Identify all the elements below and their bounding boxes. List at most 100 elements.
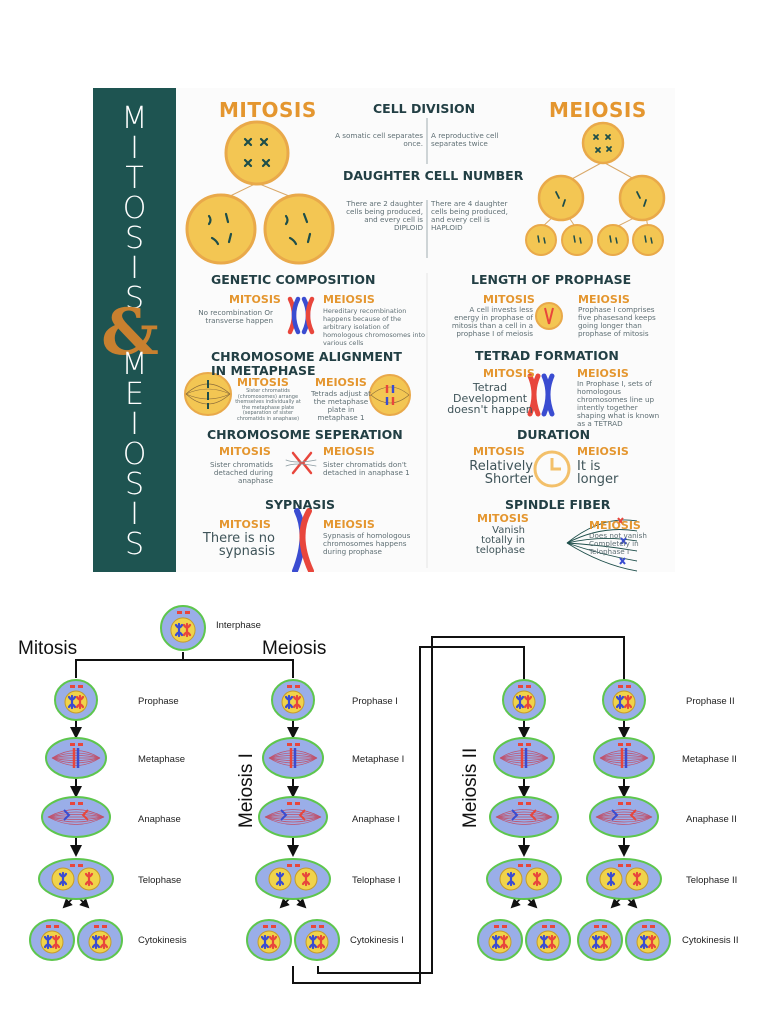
- meiosis-title: MEIOSIS: [549, 98, 647, 122]
- stage-cell: [46, 738, 106, 778]
- mitosis-stage-label: Prophase: [138, 696, 179, 707]
- tetrad-formation-mitosis-text: Tetrad Development doesn't happen: [445, 382, 535, 415]
- sypnasis-chromosomes-icon: [295, 511, 311, 571]
- spindle-fiber-mitosis-text: Vanish totally in telophase: [461, 526, 525, 556]
- chromosome-separation-meiosis-label: MEIOSIS: [323, 445, 375, 458]
- cell-division-meiosis-text: A reproductive cell separates twice: [431, 132, 523, 148]
- sypnasis-mitosis-text: There is no sypnasis: [189, 532, 275, 558]
- stage-cell: [487, 859, 561, 899]
- meiosis-ii-header: Meiosis II: [460, 748, 481, 828]
- daughter-cell-number-heading: DAUGHTER CELL NUMBER: [343, 169, 523, 183]
- stage-cell: [39, 859, 113, 899]
- chromosome-separation-heading: CHROMOSOME SEPERATION: [207, 428, 403, 442]
- sidebar-letter: S: [93, 530, 176, 560]
- interphase-label: Interphase: [216, 620, 261, 631]
- length-of-prophase-heading: LENGTH OF PROPHASE: [471, 273, 631, 287]
- meiosis-i-stage-label: Cytokinesis I: [350, 935, 404, 946]
- mitosis-meiosis-infographic: M I T O S I S & M E I O S I S: [93, 88, 675, 572]
- stage-cell: [259, 797, 327, 837]
- sidebar-letter: O: [93, 194, 176, 224]
- sidebar-letter: M: [93, 104, 176, 134]
- daughter-cell: [626, 920, 670, 960]
- duration-meiosis-text: It is longer: [577, 460, 637, 486]
- stage-cell: [494, 738, 554, 778]
- split-arrows: [66, 895, 634, 905]
- meiosis-header: Meiosis: [262, 638, 326, 659]
- sypnasis-meiosis-label: MEIOSIS: [323, 518, 375, 531]
- recombined-chromosomes-icon: [290, 299, 312, 332]
- interphase-cell: [161, 606, 205, 650]
- stage-cell: [590, 797, 658, 837]
- sidebar-letter: S: [93, 224, 176, 254]
- daughter-cell: [30, 920, 74, 960]
- spindle-fiber-mitosis-label: MITOSIS: [477, 512, 529, 525]
- daughter-cell: [295, 920, 339, 960]
- daughter-cell: [478, 920, 522, 960]
- meiosis-ii-stage-label: Anaphase II: [686, 814, 737, 825]
- daughter-cell-meiosis-text: There are 4 daughter cells being produce…: [431, 200, 511, 232]
- daughter-cell: [578, 920, 622, 960]
- sidebar-letter: I: [93, 134, 176, 164]
- stage-cell: [587, 859, 661, 899]
- meiosis-i-stage-label: Metaphase I: [352, 754, 404, 765]
- stage-cell: [603, 680, 645, 720]
- stage-cell: [263, 738, 323, 778]
- clock-icon: [535, 452, 569, 486]
- meiosis-ii-stage-label: Cytokinesis II: [682, 935, 739, 946]
- cell-division-stages-diagram: Interphase Prophase Metaphase Anaphase T…: [0, 590, 768, 1000]
- length-of-prophase-mitosis-text: A cell invests less energy in prophase o…: [443, 306, 533, 338]
- chromosome-separation-mitosis-label: MITOSIS: [219, 445, 271, 458]
- genetic-composition-meiosis-text: Hereditary recombination happens because…: [323, 307, 425, 347]
- spindle-fiber-heading: SPINDLE FIBER: [505, 498, 610, 512]
- tetrad-formation-heading: TETRAD FORMATION: [475, 349, 619, 363]
- mitosis-title: MITOSIS: [219, 98, 317, 122]
- separating-chromatids-icon: [286, 453, 316, 473]
- meiosis-i-stage-label: Telophase I: [352, 875, 401, 886]
- mitosis-stage-label: Anaphase: [138, 814, 181, 825]
- duration-mitosis-label: MITOSIS: [473, 445, 525, 458]
- stage-cell: [272, 680, 314, 720]
- stage-cell: [503, 680, 545, 720]
- mitosis-stage-label: Telophase: [138, 875, 181, 886]
- sidebar-letter: O: [93, 440, 176, 470]
- stage-cell: [256, 859, 330, 899]
- sidebar-letter: I: [93, 254, 176, 284]
- spindle-fiber-meiosis-text: Does not vanish Completely in Telophase …: [589, 532, 669, 556]
- daughter-cell-mitosis-text: There are 2 daughter cells being produce…: [343, 200, 423, 232]
- mitosis-header: Mitosis: [18, 638, 77, 659]
- sidebar-letter: T: [93, 164, 176, 194]
- prophase-cell-icon: [536, 303, 562, 329]
- mitosis-cell-tree-icon: [187, 122, 333, 263]
- mitosis-stage-label: Cytokinesis: [138, 935, 187, 946]
- sidebar-letter: I: [93, 500, 176, 530]
- genetic-composition-meiosis-label: MEIOSIS: [323, 293, 375, 306]
- meiosis-cell-tree-icon: [526, 123, 664, 255]
- tetrad-formation-mitosis-label: MITOSIS: [483, 367, 535, 380]
- cell-division-heading: CELL DIVISION: [373, 102, 475, 116]
- tetrad-formation-meiosis-text: In Prophase I, sets of homologous chromo…: [577, 380, 667, 428]
- sidebar-letter: M: [93, 350, 176, 380]
- meiosis-ii-stage-label: Prophase II: [686, 696, 735, 707]
- mitosis-stage-label: Metaphase: [138, 754, 185, 765]
- meiosis-i-stage-label: Anaphase I: [352, 814, 400, 825]
- genetic-composition-mitosis-label: MITOSIS: [229, 293, 281, 306]
- duration-mitosis-text: Relatively Shorter: [443, 460, 533, 486]
- metaphase-cell-icon: [185, 373, 231, 415]
- duration-heading: DURATION: [517, 428, 590, 442]
- daughter-cell: [78, 920, 122, 960]
- chromosome-alignment-meiosis-label: MEIOSIS: [315, 376, 367, 389]
- sidebar-letter: E: [93, 380, 176, 410]
- sypnasis-mitosis-label: MITOSIS: [219, 518, 271, 531]
- chromosome-separation-mitosis-text: Sister chromatids detached during anapha…: [189, 461, 273, 485]
- sypnasis-heading: SYPNASIS: [265, 498, 335, 512]
- duration-meiosis-label: MEIOSIS: [577, 445, 629, 458]
- cell-division-mitosis-text: A somatic cell separates once.: [331, 132, 423, 148]
- daughter-cell: [526, 920, 570, 960]
- chromosome-separation-meiosis-text: Sister chromatids don't detached in anap…: [323, 461, 413, 477]
- daughter-cell: [247, 920, 291, 960]
- sidebar-letter: I: [93, 410, 176, 440]
- meiosis-ii-stage-label: Telophase II: [686, 875, 737, 886]
- chromosome-alignment-mitosis-text: Sister chromatids (chromosomes) arrange …: [233, 389, 303, 422]
- meiosis-i-stage-label: Prophase I: [352, 696, 398, 707]
- length-of-prophase-meiosis-text: Prophase I comprises five phasesand keep…: [578, 306, 668, 338]
